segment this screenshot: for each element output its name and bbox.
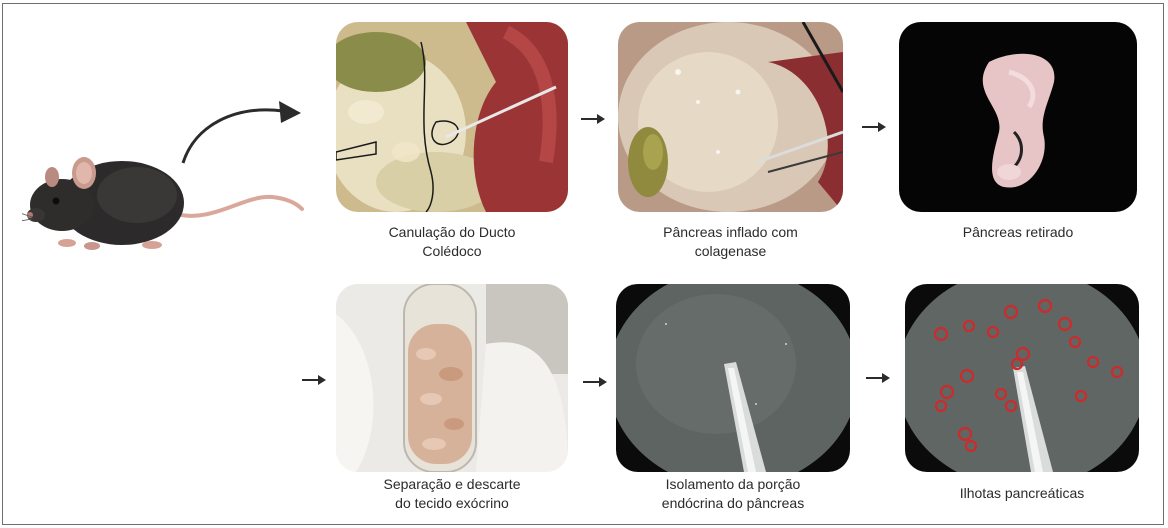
arrow-right-icon [583, 375, 607, 387]
photo-exocrine-separation [336, 284, 568, 472]
photo-removed-pancreas [899, 22, 1137, 212]
caption-step-1: Canulação do Ducto Colédoco [336, 223, 568, 261]
caption-step-6: Ilhotas pancreáticas [905, 484, 1139, 503]
caption-step-5: Isolamento da porção endócrina do pâncre… [616, 475, 850, 513]
photo-pancreatic-islets [905, 284, 1139, 472]
arrow-right-icon [302, 373, 326, 385]
caption-step-2: Pâncreas inflado com colagenase [618, 223, 843, 261]
caption-step-3: Pâncreas retirado [899, 223, 1137, 242]
photo-bile-duct-cannulation [336, 22, 568, 212]
curved-arrow-icon [175, 95, 305, 170]
photo-endocrine-isolation [616, 284, 850, 472]
arrow-right-icon [581, 112, 605, 124]
caption-step-4: Separação e descarte do tecido exócrino [336, 475, 568, 513]
photo-inflated-pancreas [618, 22, 843, 212]
arrow-right-icon [862, 120, 886, 132]
arrow-right-icon [866, 371, 890, 383]
